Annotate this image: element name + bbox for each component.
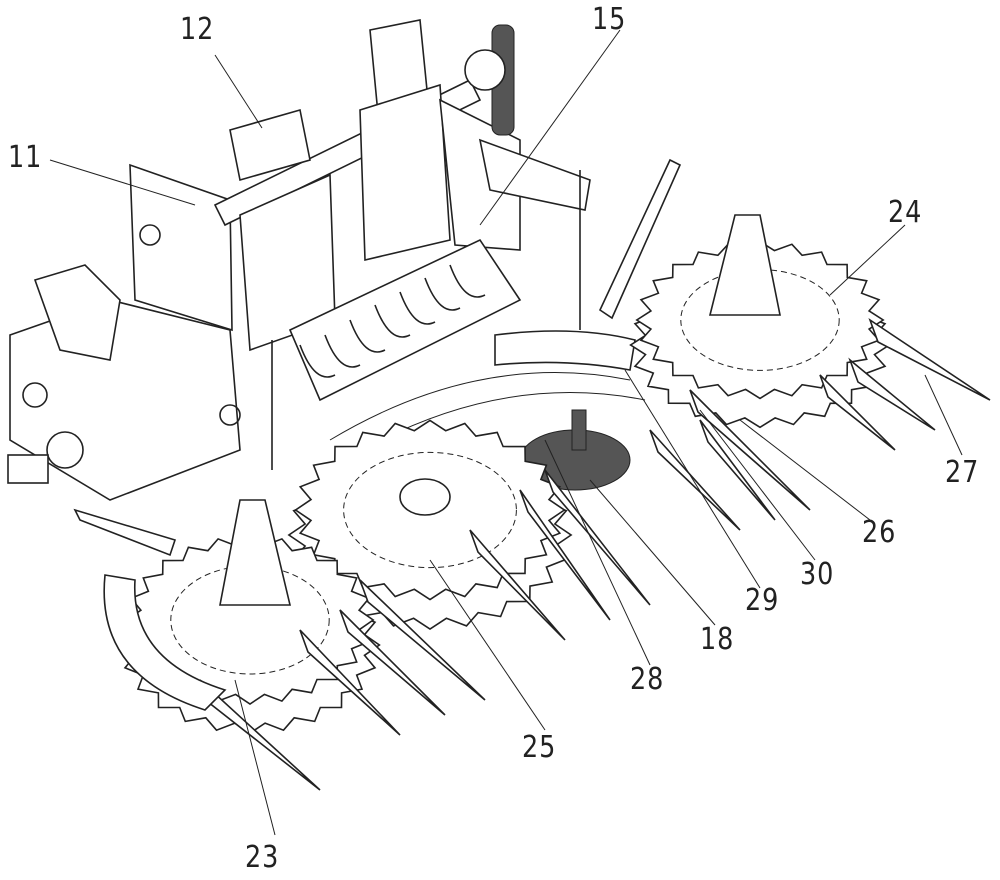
divider-point bbox=[544, 469, 651, 606]
divider-point bbox=[819, 374, 896, 451]
disc-hole-ring bbox=[343, 451, 517, 569]
divider-point bbox=[689, 389, 811, 511]
cones bbox=[219, 214, 781, 606]
divider-point bbox=[868, 317, 991, 401]
label-12: 12 bbox=[180, 12, 215, 47]
crop-dividers bbox=[199, 317, 991, 791]
label-30: 30 bbox=[800, 557, 835, 592]
label-18: 18 bbox=[700, 622, 735, 657]
label-29: 29 bbox=[745, 583, 780, 618]
label-23: 23 bbox=[245, 840, 280, 875]
side-shoe bbox=[103, 574, 227, 711]
divider-point bbox=[848, 357, 936, 431]
label-28: 28 bbox=[630, 662, 665, 697]
cutting-disc bbox=[635, 240, 885, 400]
auger-drum bbox=[288, 238, 522, 402]
divider-point bbox=[649, 429, 741, 531]
divider-point bbox=[699, 419, 776, 521]
side-rod bbox=[73, 508, 177, 557]
disc-hole-ring bbox=[170, 565, 330, 675]
divider-point bbox=[339, 609, 446, 716]
label-27: 27 bbox=[945, 455, 980, 490]
divider-point bbox=[469, 529, 566, 641]
divider-point bbox=[519, 489, 611, 621]
disc-hole-ring bbox=[680, 269, 840, 371]
cutting-discs bbox=[119, 240, 891, 735]
leader-lines bbox=[49, 29, 963, 836]
label-11: 11 bbox=[8, 140, 43, 175]
label-15: 15 bbox=[592, 2, 627, 37]
label-26: 26 bbox=[862, 515, 897, 550]
divider-point bbox=[359, 579, 486, 701]
frame-housing bbox=[7, 19, 682, 501]
label-24: 24 bbox=[888, 195, 923, 230]
divider-point bbox=[299, 629, 401, 736]
label-25: 25 bbox=[522, 730, 557, 765]
